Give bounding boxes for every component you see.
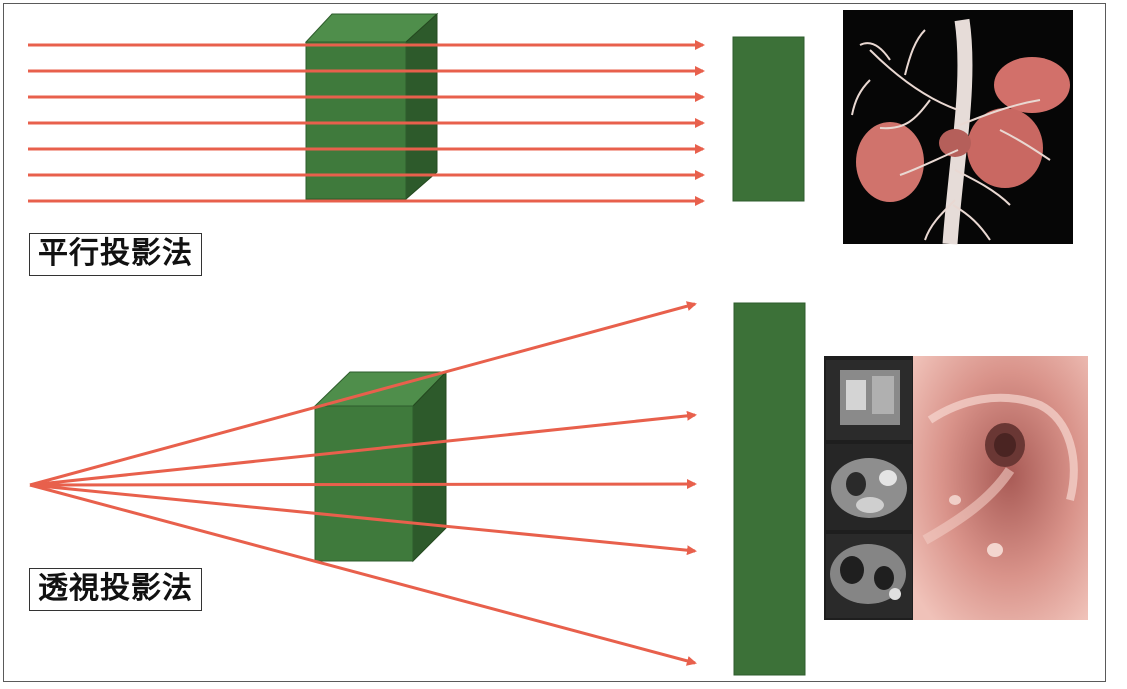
perspective-rays	[29, 301, 697, 666]
perspective-screen	[733, 302, 806, 676]
perspective-section	[29, 301, 1088, 676]
perspective-ray	[29, 479, 697, 490]
endoscopy-render	[824, 356, 1088, 620]
endoscopic-view	[913, 356, 1088, 620]
parallel-object-box	[304, 12, 439, 201]
kidney-vessel-render	[843, 10, 1073, 245]
ct-slice-panels	[826, 360, 912, 618]
parallel-screen	[732, 36, 805, 202]
perspective-ray	[29, 483, 697, 556]
perspective-object-box	[313, 370, 448, 563]
diagram-frame	[3, 3, 1106, 682]
parallel-projection-label: 平行投影法	[29, 233, 202, 276]
perspective-ray	[29, 410, 697, 487]
perspective-ray	[29, 483, 697, 666]
perspective-projection-label: 透視投影法	[29, 568, 202, 611]
parallel-rays	[28, 40, 705, 206]
perspective-ray	[29, 301, 697, 487]
parallel-section	[28, 10, 1073, 245]
